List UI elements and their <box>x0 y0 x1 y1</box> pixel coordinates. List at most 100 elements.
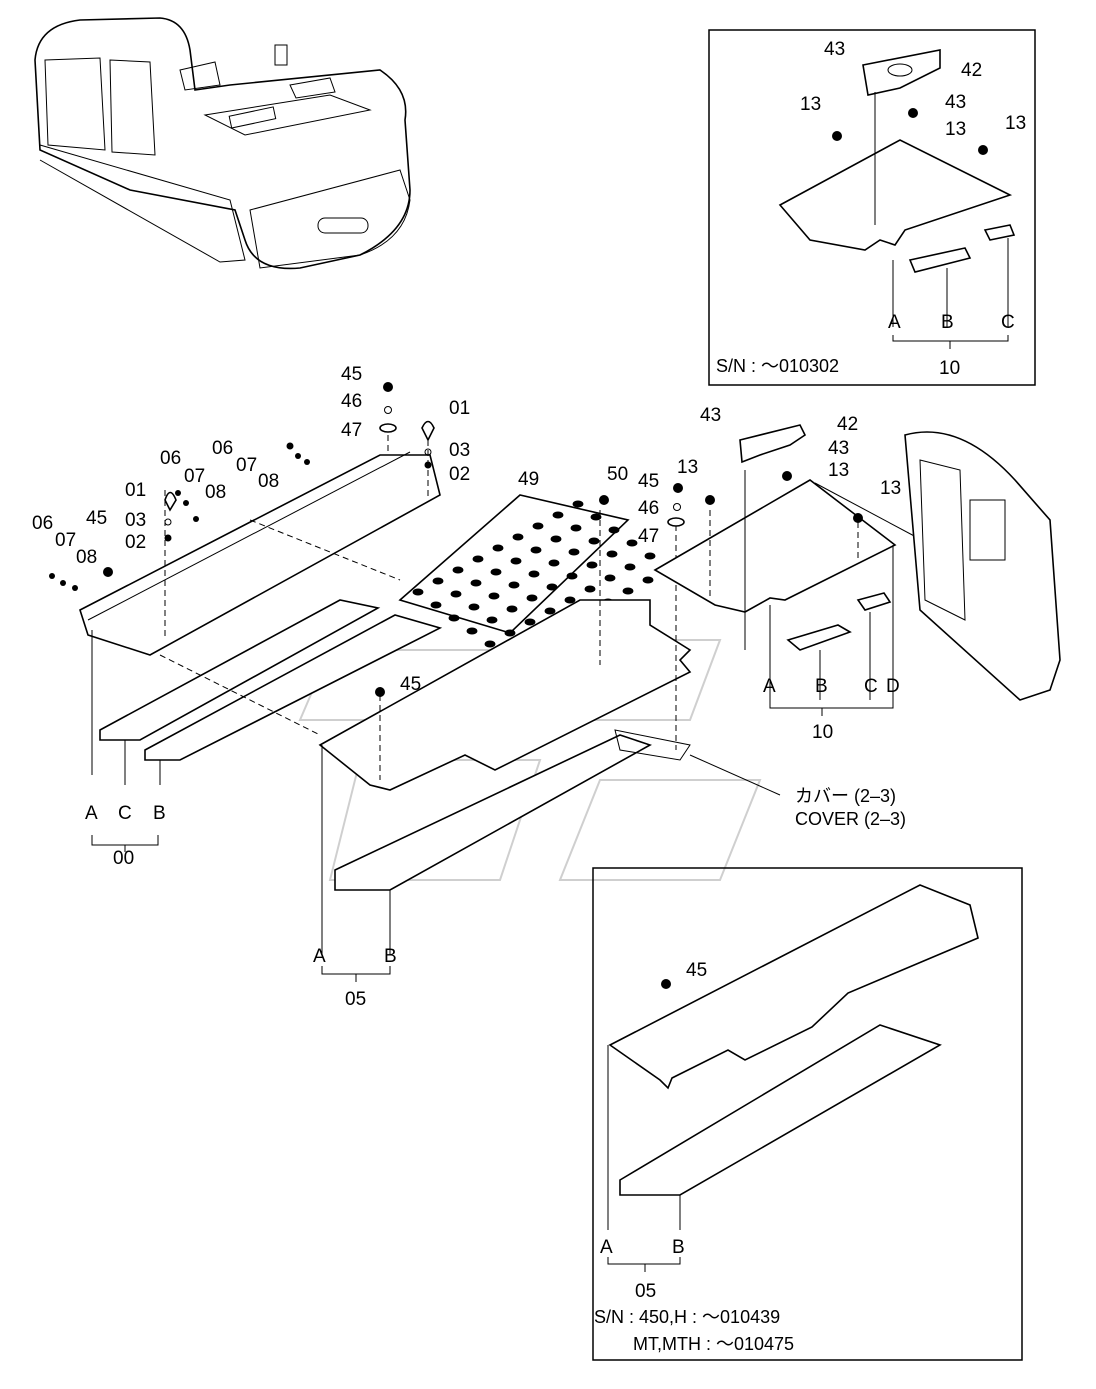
perforation-hole <box>510 557 522 565</box>
label-42: 42 <box>961 60 982 81</box>
label-C: C <box>118 803 132 824</box>
perforation-hole <box>532 522 544 530</box>
perforation-hole <box>588 537 600 545</box>
perforation-hole <box>528 570 540 578</box>
perforation-hole <box>512 533 524 541</box>
perforation-hole <box>452 566 464 574</box>
perforation-hole <box>470 579 482 587</box>
label-10: 10 <box>939 358 960 379</box>
label-13: 13 <box>800 94 821 115</box>
perforation-hole <box>504 629 516 637</box>
perforation-hole <box>472 555 484 563</box>
perforation-hole <box>546 583 558 591</box>
serial-note: S/N : ～010302 <box>716 356 839 376</box>
perforation-hole <box>590 513 602 521</box>
label-10: 10 <box>812 722 833 743</box>
center-floor-group <box>318 483 781 982</box>
label-08: 08 <box>258 471 279 492</box>
label-01: 01 <box>125 480 146 501</box>
label-03: 03 <box>449 440 470 461</box>
perforation-hole <box>484 640 496 648</box>
label-45: 45 <box>86 508 107 529</box>
label-49: 49 <box>518 469 539 490</box>
cover-label-en: COVER (2–3) <box>795 809 906 829</box>
label-08: 08 <box>76 547 97 568</box>
label-13: 13 <box>880 478 901 499</box>
perforation-hole <box>552 511 564 519</box>
perforation-hole <box>526 594 538 602</box>
label-03: 03 <box>125 510 146 531</box>
label-02: 02 <box>125 532 146 553</box>
label-B: B <box>941 312 954 333</box>
label-08: 08 <box>205 482 226 503</box>
label-B: B <box>815 676 828 697</box>
perforation-hole <box>466 627 478 635</box>
serial-note-line1: S/N : 450,H : ～010439 <box>594 1307 780 1327</box>
label-A: A <box>85 803 98 824</box>
label-05: 05 <box>345 989 366 1010</box>
label-06: 06 <box>32 513 53 534</box>
perforation-hole <box>550 535 562 543</box>
perforation-hole <box>492 544 504 552</box>
perforation-hole <box>626 539 638 547</box>
label-46: 46 <box>638 498 659 519</box>
label-13: 13 <box>1005 113 1026 134</box>
label-A: A <box>600 1237 613 1258</box>
perforation-hole <box>604 574 616 582</box>
serial-note-line2: MT,MTH : ～010475 <box>633 1334 794 1354</box>
label-C: C <box>864 676 878 697</box>
label-43: 43 <box>828 438 849 459</box>
label-07: 07 <box>236 455 257 476</box>
perforation-hole <box>412 588 424 596</box>
cover-label-jp: カバー (2–3) <box>795 786 896 806</box>
perforation-hole <box>584 585 596 593</box>
label-D: D <box>886 676 900 697</box>
perforation-hole <box>606 550 618 558</box>
label-43: 43 <box>700 405 721 426</box>
perforation-hole <box>608 526 620 534</box>
label-B: B <box>672 1237 685 1258</box>
label-42: 42 <box>837 414 858 435</box>
perforation-hole <box>622 587 634 595</box>
perforation-hole <box>530 546 542 554</box>
label-07: 07 <box>184 466 205 487</box>
perforation-hole <box>624 563 636 571</box>
label-46: 46 <box>341 391 362 412</box>
label-13: 13 <box>828 460 849 481</box>
label-13: 13 <box>945 119 966 140</box>
perforation-hole <box>430 601 442 609</box>
label-45: 45 <box>341 364 362 385</box>
label-05: 05 <box>635 1281 656 1302</box>
callout-labels: 45 46 47 01 03 02 06 07 08 06 07 08 01 0… <box>32 39 1026 1354</box>
perforation-hole <box>570 524 582 532</box>
label-45: 45 <box>686 960 707 981</box>
label-47: 47 <box>341 420 362 441</box>
perforation-hole <box>524 618 536 626</box>
label-00: 00 <box>113 848 134 869</box>
label-06: 06 <box>160 448 181 469</box>
label-45: 45 <box>400 674 421 695</box>
inset-bottom <box>592 867 1023 1361</box>
perforation-hole <box>548 559 560 567</box>
label-01: 01 <box>449 398 470 419</box>
label-47: 47 <box>638 526 659 547</box>
perforation-hole <box>566 572 578 580</box>
perforation-hole <box>642 576 654 584</box>
label-B: B <box>153 803 166 824</box>
label-A: A <box>763 676 776 697</box>
perforation-hole <box>506 605 518 613</box>
label-A: A <box>313 946 326 967</box>
perforation-hole <box>564 596 576 604</box>
perforation-hole <box>468 603 480 611</box>
inset-top <box>708 29 1036 386</box>
label-C: C <box>1001 312 1015 333</box>
label-13: 13 <box>677 457 698 478</box>
label-07: 07 <box>55 530 76 551</box>
perforation-hole <box>448 614 460 622</box>
right-floor-group <box>653 424 1061 716</box>
perforation-hole <box>508 581 520 589</box>
perforation-hole <box>644 552 656 560</box>
perforation-hole <box>544 607 556 615</box>
perforation-hole <box>432 577 444 585</box>
